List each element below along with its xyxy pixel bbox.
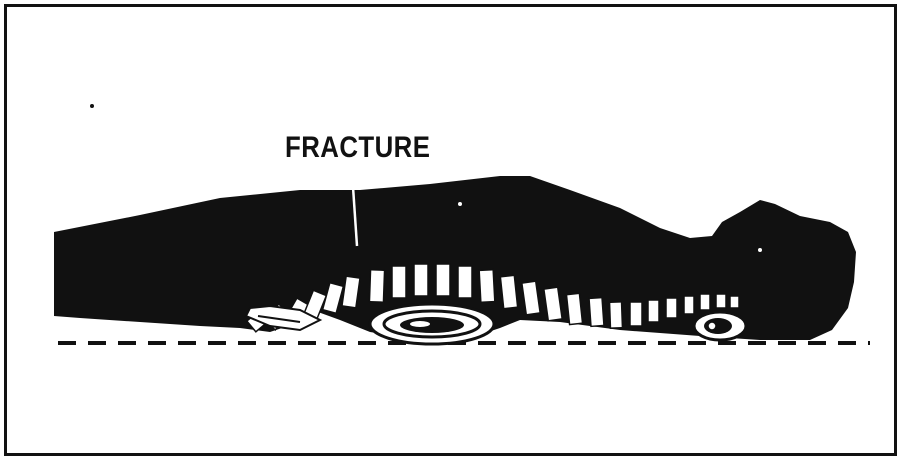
fracture-label: FRACTURE	[285, 131, 430, 165]
vertebra	[700, 294, 710, 310]
vertebra	[436, 264, 450, 296]
vertebra	[566, 293, 582, 324]
vertebra	[414, 264, 428, 296]
vertebra	[479, 270, 495, 303]
vertebra	[648, 300, 659, 322]
vertebra	[369, 270, 384, 302]
vertebra	[610, 302, 623, 328]
vertebra	[589, 298, 604, 327]
vertebra	[666, 298, 677, 318]
vertebra	[716, 294, 726, 308]
speck	[90, 104, 94, 108]
shoulder-section	[694, 312, 746, 340]
head-dot	[758, 248, 762, 252]
vertebra	[730, 296, 739, 308]
vertebra	[392, 266, 406, 298]
vertebra	[684, 296, 694, 314]
vertebra	[458, 266, 472, 298]
vertebra	[500, 275, 517, 308]
vertebra	[630, 302, 642, 326]
ribcage-section	[370, 304, 494, 344]
body-dot	[458, 202, 462, 206]
